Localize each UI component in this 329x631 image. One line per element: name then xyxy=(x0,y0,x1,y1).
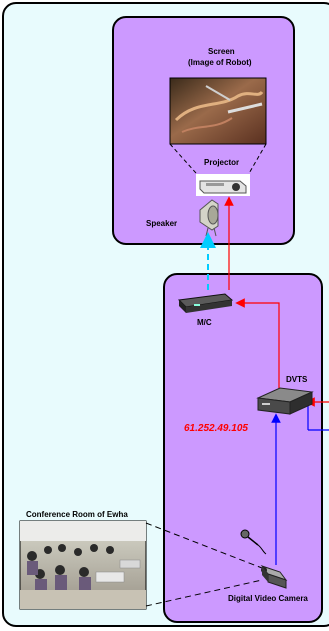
speaker-label: Speaker xyxy=(146,219,178,228)
speaker-icon xyxy=(199,199,219,237)
camera-label: Digital Video Camera xyxy=(228,594,308,603)
media-converter-icon xyxy=(177,293,234,313)
equipment-room xyxy=(163,273,323,623)
screen-label: Screen xyxy=(208,47,235,56)
robot-screen-image xyxy=(169,77,267,145)
mc-label: M/C xyxy=(197,318,212,327)
dvts-label: DVTS xyxy=(286,375,308,384)
link-dvts-to-mc xyxy=(235,298,280,388)
video-camera-icon xyxy=(260,565,288,589)
conference-room-photo xyxy=(19,520,147,610)
conference-room-label: Conference Room of Ewha xyxy=(26,510,128,519)
screen-sublabel: (Image of Robot) xyxy=(188,58,252,67)
projector-label: Projector xyxy=(204,158,240,167)
microphone-icon xyxy=(240,529,267,555)
ip-address-label: 61.252.49.105 xyxy=(184,423,248,434)
link-conference-to-camera-top xyxy=(145,522,263,569)
projector-icon xyxy=(196,174,250,196)
dvts-box-icon xyxy=(256,387,314,415)
